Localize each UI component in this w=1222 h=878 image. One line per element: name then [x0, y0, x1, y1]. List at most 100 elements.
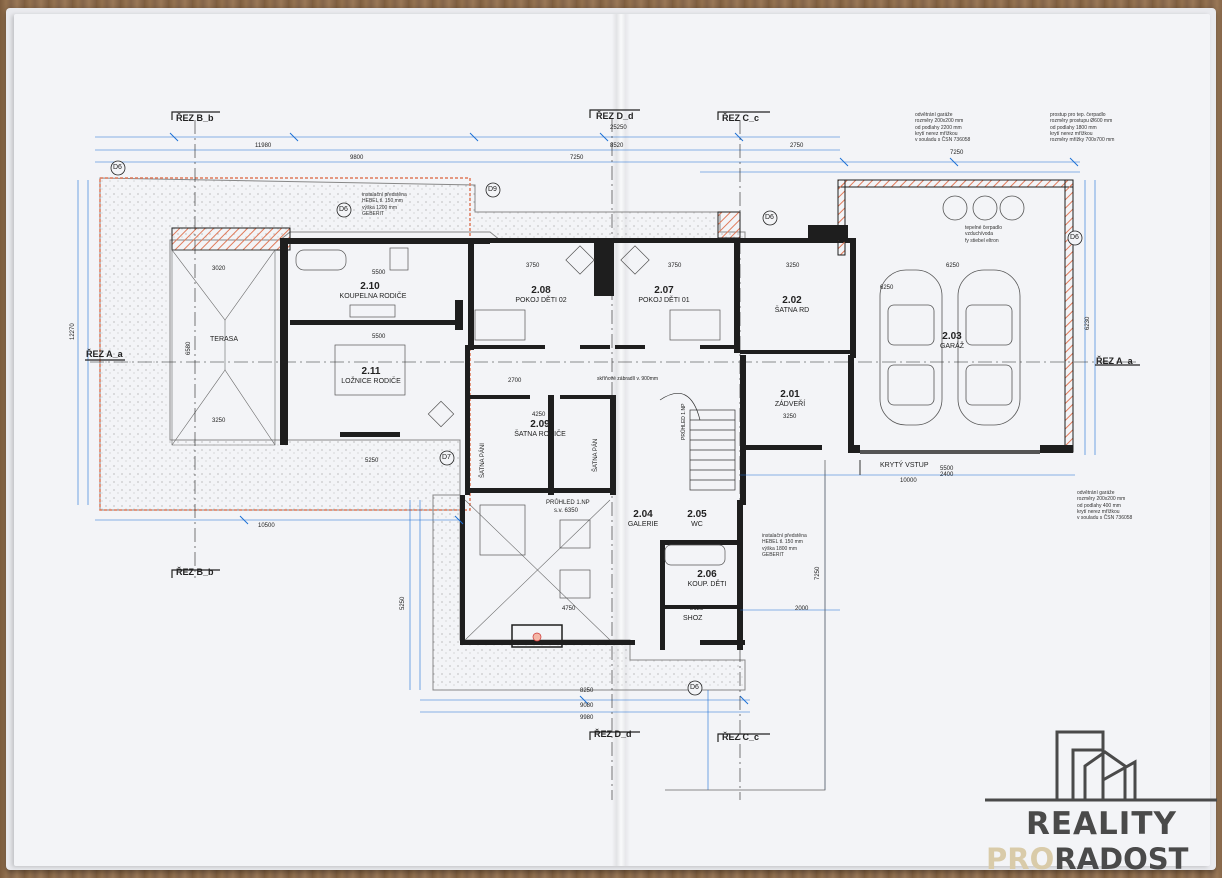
room-name: POKOJ DĚTI 02: [515, 297, 567, 304]
dimension-lines: [77, 136, 1096, 790]
dimension-text: 2750: [790, 143, 804, 149]
dimension-text: 6250: [880, 285, 894, 291]
closet-label-right: ŠATNA PÁN: [593, 438, 599, 472]
section-label-b-top: ŘEZ B_b: [176, 113, 214, 123]
dimension-text: 5500: [940, 466, 954, 472]
room-number: 2.04: [633, 509, 653, 520]
room-number: 2.10: [360, 281, 380, 292]
note-installation-wall-top: instalační předstěna HEBEL tl. 150 mm vý…: [362, 192, 407, 217]
dimension-text: 7250: [570, 155, 584, 161]
dimension-text: 5500: [372, 270, 386, 276]
room-name: GARÁŽ: [939, 343, 965, 350]
terrace-label: TERASA: [210, 336, 239, 343]
dimension-text: 10500: [258, 523, 275, 529]
dimension-text: 5500: [372, 334, 386, 340]
dimension-text: 2400: [940, 472, 954, 478]
note-heat-pump: tepelné čerpadlo vzduch/voda fy stiebel …: [965, 225, 1002, 244]
laundry-chute-label: SHOZ: [683, 615, 703, 622]
logo-text-reality: REALITY: [1026, 806, 1177, 842]
exterior-walls: [171, 179, 1074, 453]
dimension-text: 11980: [255, 143, 272, 149]
door-marker-label: D7: [442, 454, 451, 461]
dimension-text: 7250: [815, 566, 821, 580]
dimension-text: 5250: [400, 596, 406, 610]
interior-walls: [280, 238, 855, 650]
dimension-text: 4250: [532, 412, 546, 418]
logo-text-proradost: PRORADOST: [986, 842, 1188, 876]
dimension-text: 3750: [526, 263, 540, 269]
room-number: 2.09: [530, 419, 550, 430]
dimension-text: 8520: [610, 143, 624, 149]
logo-text-radost: RADOST: [1054, 842, 1189, 876]
room-number: 2.02: [782, 295, 802, 306]
section-markers: [85, 109, 1140, 800]
dimension-text: 9800: [350, 155, 364, 161]
door-marker-label: D6: [765, 214, 774, 221]
dimension-text: 2000: [795, 606, 809, 612]
door-marker-label: D6: [1070, 234, 1079, 241]
dimension-text: 2700: [508, 378, 522, 384]
room-number: 2.03: [942, 331, 962, 342]
room-name: ZÁDVEŘÍ: [774, 401, 806, 408]
dimension-text: 9080: [580, 703, 594, 709]
railing-note: skříňové zábradlí v. 900mm: [597, 376, 659, 382]
room-number: 2.08: [531, 285, 551, 296]
section-label-a-right: ŘEZ A_a: [1096, 356, 1133, 366]
dimension-text: 25250: [610, 125, 627, 131]
room-name: WC: [691, 521, 703, 528]
reality-pro-radost-logo: [985, 730, 1217, 802]
room-number: 2.06: [697, 569, 717, 580]
room-name: GALERIE: [627, 521, 659, 528]
door-marker-label: D6: [113, 164, 122, 171]
room-name: KOUPELNA RODIČE: [339, 293, 407, 300]
dimension-text: 5250: [365, 458, 379, 464]
note-garage-vent-bottom: odvětrání garáže rozměry 200x200 mm od p…: [1077, 490, 1133, 521]
dimension-text: 6230: [1085, 316, 1091, 330]
room-name: KOUP. DĚTI: [687, 581, 727, 588]
section-label-c-bottom: ŘEZ C_c: [722, 732, 760, 742]
door-markers: [110, 160, 1083, 696]
door-marker-label: D6: [339, 206, 348, 213]
stair-void-label: PRŮHLED 1.NP: [681, 403, 687, 440]
section-label-c-top: ŘEZ C_c: [722, 113, 760, 123]
section-label-d-bottom: ŘEZ D_d: [594, 729, 632, 739]
terrace-roof-lines: [171, 249, 611, 641]
section-label-b-bottom: ŘEZ B_b: [176, 567, 214, 577]
dimension-text: 2125: [690, 606, 704, 612]
room-name: LOŽNICE RODIČE: [341, 378, 401, 385]
room-name: ŠATNA RD: [774, 307, 810, 314]
dimension-text: 3250: [783, 414, 797, 420]
dimension-text: 3750: [668, 263, 682, 269]
staircase: [659, 392, 736, 491]
room-number: 2.07: [654, 285, 674, 296]
dimension-text: 10000: [900, 478, 917, 484]
terrace-perimeter: [99, 177, 746, 691]
site-boundary: [665, 460, 826, 791]
garage-cars: [879, 195, 1025, 426]
dimension-text: 3250: [786, 263, 800, 269]
room-number: 2.05: [687, 509, 707, 520]
closet-label-left: ŠATNA PÁNI: [480, 443, 486, 478]
door-marker-label: D9: [488, 186, 497, 193]
section-label-d-top: ŘEZ D_d: [596, 111, 634, 121]
section-label-a-left: ŘEZ A_a: [86, 349, 123, 359]
void-height-label: s.v. 6350: [554, 508, 578, 514]
note-heat-pump-passage: prostup pro tep. čerpadlo rozměry prostu…: [1050, 112, 1115, 143]
door-marker-label: D6: [690, 684, 699, 691]
dimension-text: 8250: [580, 688, 594, 694]
dimension-text: 3020: [212, 266, 226, 272]
room-name: ŠATNA RODIČE: [514, 431, 566, 438]
note-garage-vent-top: odvětrání garáže rozměry 200x200 mm od p…: [915, 112, 971, 143]
dimension-text: 6580: [186, 341, 192, 355]
dimension-ticks: [169, 132, 1079, 705]
dimension-text: 12270: [70, 323, 76, 340]
dimension-text: 3250: [212, 418, 226, 424]
dimension-text: 9980: [580, 715, 594, 721]
note-installation-wall-bottom: instalační předstěna HEBEL tl. 150 mm vý…: [762, 533, 807, 558]
void-label: PRŮHLED 1.NP: [546, 500, 590, 506]
room-number: 2.01: [780, 389, 800, 400]
garage-door: [860, 450, 1040, 454]
dimension-text: 6250: [946, 263, 960, 269]
logo-text-pro: PRO: [986, 842, 1055, 876]
